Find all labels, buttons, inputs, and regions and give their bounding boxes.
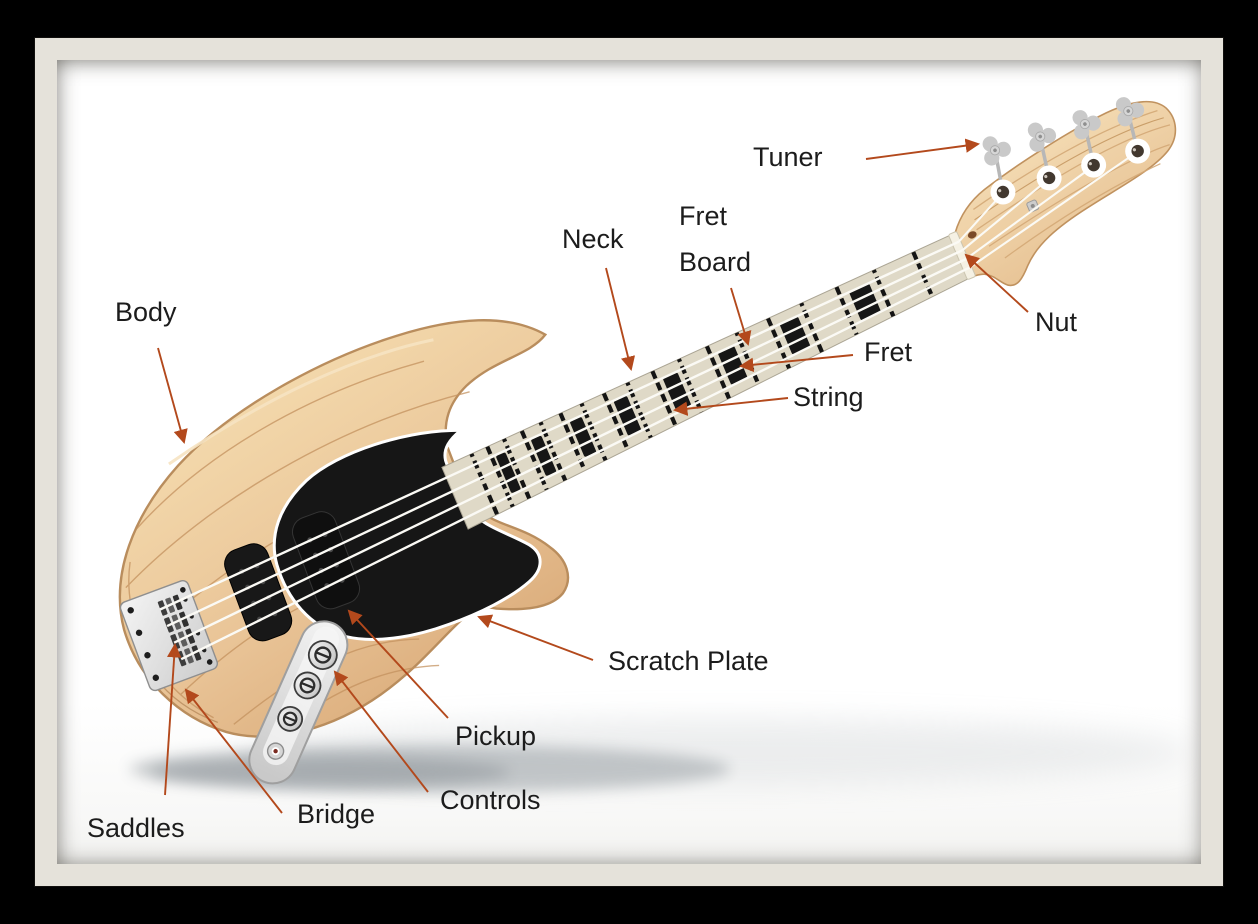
label-tuner: Tuner: [753, 142, 823, 172]
output-jack: [266, 742, 285, 760]
label-pickup: Pickup: [455, 721, 537, 751]
arrow-fret: [738, 354, 854, 372]
arrow-scratch-plate: [477, 614, 594, 661]
picture-frame: Body Tuner Neck Fret Board Nut Fret Stri…: [35, 38, 1223, 886]
arrow-neck: [605, 267, 636, 371]
label-nut: Nut: [1035, 307, 1078, 337]
bass-guitar-illustration: [118, 89, 1190, 814]
scene: Body Tuner Neck Fret Board Nut Fret Stri…: [57, 60, 1201, 864]
strings: [159, 152, 1136, 661]
arrow-fret-board: [730, 287, 752, 346]
control-knobs: [266, 640, 338, 760]
tuner-posts: [990, 138, 1151, 205]
label-scratch-plate: Scratch Plate: [608, 646, 769, 676]
arrow-string: [672, 397, 789, 416]
diagram-canvas: Body Tuner Neck Fret Board Nut Fret Stri…: [57, 60, 1201, 864]
callout-arrows: [157, 138, 1029, 814]
arrow-controls: [333, 670, 429, 793]
label-fret-board: Fret Board: [679, 201, 752, 277]
arrow-body: [157, 347, 188, 444]
label-fret: Fret: [864, 337, 913, 367]
label-neck: Neck: [562, 224, 624, 254]
label-controls: Controls: [440, 785, 541, 815]
arrow-saddles: [164, 642, 182, 796]
headstock: [954, 100, 1177, 287]
string-bushing: [967, 231, 977, 239]
label-bridge: Bridge: [297, 799, 376, 829]
label-body: Body: [115, 297, 177, 327]
arrow-pickup: [347, 609, 449, 719]
arrow-nut: [964, 253, 1029, 313]
arrow-tuner: [865, 138, 981, 160]
bridge-screws: [127, 587, 213, 681]
volume-knob: [307, 640, 338, 670]
arrow-bridge: [184, 688, 283, 814]
tone-knob: [293, 671, 322, 700]
label-saddles: Saddles: [87, 813, 185, 843]
tone-knob-2: [277, 705, 304, 732]
fretboard-inlays: [496, 283, 881, 493]
label-string: String: [793, 382, 864, 412]
